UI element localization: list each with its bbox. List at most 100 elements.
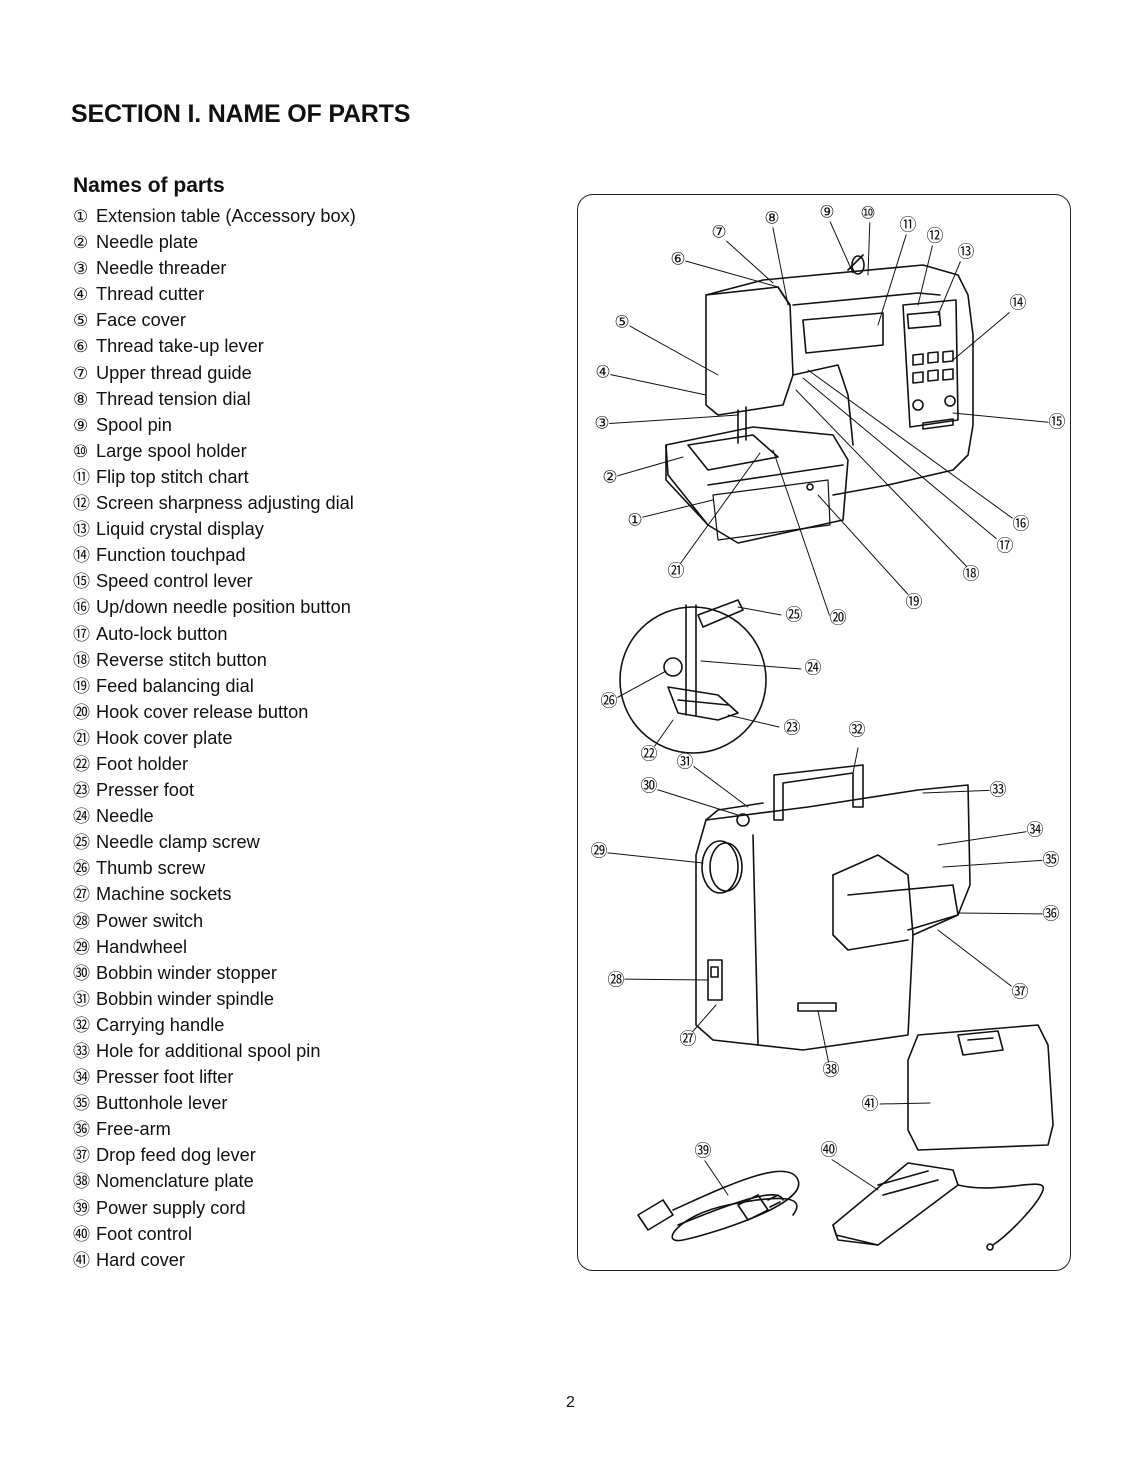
part-number: ③: [73, 259, 89, 280]
part-name: Handwheel: [96, 936, 187, 957]
part-number: ㉟: [73, 1094, 90, 1115]
part-number: ㉜: [73, 1015, 90, 1036]
part-name: Function touchpad: [96, 545, 246, 566]
callout-25: ㉕: [785, 605, 803, 626]
part-name: Presser foot lifter: [96, 1067, 234, 1088]
part-name: Feed balancing dial: [96, 675, 254, 696]
part-name: Bobbin winder spindle: [96, 988, 274, 1009]
part-number: ㊶: [73, 1250, 90, 1271]
part-name: Hole for additional spool pin: [96, 1041, 321, 1061]
callout-8: ⑧: [764, 208, 780, 229]
foot-control-illustration: [832, 1162, 1044, 1251]
parts-list-title: Names of parts: [73, 174, 225, 197]
callout-leaders-top: [601, 216, 1057, 618]
callout-35: ㉟: [1042, 850, 1060, 871]
part-number: ㉔: [73, 807, 90, 828]
callout-3: ③: [594, 413, 610, 434]
callout-22: ㉒: [640, 744, 658, 765]
callout-1: ①: [627, 510, 643, 531]
callout-30: ㉚: [640, 776, 658, 797]
part-number: ①: [73, 207, 89, 227]
callout-21: ㉑: [667, 561, 685, 582]
part-number: ㉙: [73, 937, 90, 958]
part-number: ㉛: [73, 989, 90, 1010]
part-name: Thread cutter: [96, 284, 205, 305]
part-number: ㉘: [73, 911, 90, 932]
part-name: Thumb screw: [96, 858, 206, 879]
callout-40: ㊵: [820, 1140, 838, 1161]
part-number: ⑤: [73, 311, 89, 332]
callout-11: ⑪: [899, 215, 917, 236]
part-number: ㉗: [73, 885, 90, 906]
part-name: Machine sockets: [96, 884, 232, 905]
part-name: Up/down needle position button: [96, 597, 351, 618]
part-name: Bobbin winder stopper: [96, 962, 277, 983]
page-number: 2: [566, 1394, 575, 1411]
callout-2: ②: [602, 467, 618, 488]
part-name: Drop feed dog lever: [96, 1145, 256, 1166]
part-name: Power switch: [96, 910, 204, 931]
part-name: Face cover: [96, 310, 186, 331]
part-number: ②: [73, 233, 89, 254]
callout-leaders-closeup: [610, 606, 802, 751]
part-number: ㉕: [73, 833, 90, 854]
callout-32: ㉜: [848, 720, 866, 741]
list-item: ㉙ Handwheel: [73, 934, 356, 960]
part-number: ⑧: [73, 389, 89, 410]
callout-37: ㊲: [1011, 982, 1029, 1003]
callout-39: ㊴: [694, 1141, 712, 1162]
callout-14: ⑭: [1009, 293, 1027, 314]
callout-4: ④: [595, 362, 611, 383]
part-name: Foot holder: [96, 753, 189, 774]
list-item: ㉖ Thumb screw: [73, 855, 356, 881]
list-item: ⑳ Hook cover release button: [73, 699, 356, 725]
list-item: ⑫ Screen sharpness adjusting dial: [73, 490, 356, 516]
callout-16: ⑯: [1012, 514, 1030, 535]
part-name: Liquid crystal display: [96, 519, 264, 540]
part-name: Nomenclature plate: [96, 1171, 254, 1192]
part-number: ⑫: [73, 494, 90, 515]
list-item: ㉛ Bobbin winder spindle: [73, 986, 356, 1012]
callout-12: ⑫: [926, 226, 944, 247]
callout-17: ⑰: [996, 536, 1014, 557]
part-name: Spool pin: [96, 414, 172, 435]
part-number: ⑳: [73, 702, 90, 723]
callout-23: ㉓: [783, 718, 801, 739]
callout-34: ㉞: [1026, 820, 1044, 841]
part-name: Foot control: [96, 1223, 193, 1244]
part-name: Hook cover release button: [96, 701, 309, 722]
part-name: Upper thread guide: [96, 362, 252, 383]
part-name: Thread tension dial: [96, 388, 251, 409]
list-item: ㊲ Drop feed dog lever: [73, 1142, 356, 1168]
callout-41: ㊶: [861, 1094, 879, 1115]
machine-rear-illustration: [695, 764, 971, 1051]
part-name: Screen sharpness adjusting dial: [96, 493, 354, 514]
part-number: ㉖: [73, 859, 90, 880]
part-number: ⑰: [73, 624, 90, 645]
part-number: ㊲: [73, 1146, 90, 1167]
part-name: Extension table (Accessory box): [96, 206, 356, 226]
part-name: Thread take-up lever: [96, 336, 264, 357]
list-item: ㉗ Machine sockets: [73, 881, 356, 907]
list-item: ① Extension table (Accessory box): [73, 203, 356, 229]
part-number: ⑮: [73, 572, 90, 593]
callout-31: ㉛: [676, 752, 694, 773]
part-number: ⑩: [73, 441, 89, 462]
